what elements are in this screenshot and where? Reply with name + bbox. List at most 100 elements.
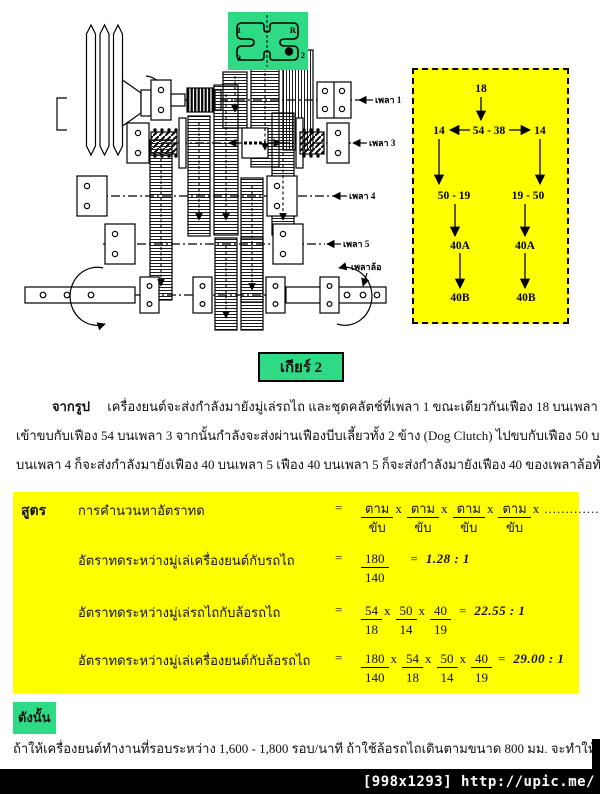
shaft-5 [103,223,341,331]
gearbox-diagram: เพลา 1 [24,23,402,331]
formula-row-2-math: 180 140 = 1.28 : 1 [361,550,470,586]
description-paragraph: จากรูป เครื่องยนต์จะส่งกำลังมายังมู่เล่ร… [16,392,600,479]
formula-row-3-math: 54 18 x 50 14 x 40 19 = 22.55 : 1 [361,602,525,638]
multiply-sign: x [384,603,391,618]
fraction: 50 14 [436,650,458,686]
multiply-sign: x [390,651,398,666]
multiply-sign: x [395,501,402,516]
fraction-denominator: 14 [399,622,413,637]
equals-sign: = [335,602,343,617]
fraction-denominator: 140 [365,570,385,585]
gear-title: เกียร์ 2 [279,360,323,376]
flow-node-19-50: 19 - 50 [512,190,545,202]
equals-sign: = [335,500,343,515]
shaft-3-label: เพลา 3 [369,138,396,148]
fraction-numerator: 50 [395,602,417,620]
flow-node-50-19: 50 - 19 [438,190,471,202]
fraction-numerator: 54 [361,602,382,620]
paragraph-line-3: บนเพลา 4 ก็จะส่งกำลังมายังเฟือง 40 บนเพล… [16,457,600,472]
shift-pattern-box: 1 R 3 2 [228,12,308,70]
gear-flowchart: 18 54 - 38 14 14 50 - 19 19 - 50 40A 40A… [433,83,546,304]
fraction-denominator: 14 [440,670,454,685]
formula-row-1-name: การคำนวนหาอัตราทด [78,503,205,518]
gear-R-label: R [290,25,297,35]
fraction-denominator: 18 [365,622,378,637]
shift-pattern-diagram: 1 R 3 2 [236,15,305,67]
flow-node-54-38: 54 - 38 [473,125,506,137]
fraction: ตาม ขับ [498,500,531,536]
conclusion-label: ดังนั้น [13,702,56,734]
formula-row-1-math: ตาม ขับ x ตาม ขับ x ตาม ขับ x ตาม ขับ [361,500,600,536]
flow-node-40B-right: 40B [516,292,536,304]
ratio-result: 22.55 : 1 [474,603,526,618]
flow-node-40B-left: 40B [450,292,470,304]
flow-node-18: 18 [475,83,487,95]
multiply-sign: x [418,603,426,618]
fraction-denominator: ขับ [414,520,432,535]
fraction-denominator: ขับ [368,520,386,535]
formula-row-4-name: อัตราทดระหว่างมู่เล่เครื่องยนต์กับล้อรถไ… [78,653,311,668]
equals-sign: = [410,551,418,566]
watermark-bar: [998x1293] http://upic.me/ [0,769,600,794]
fraction-numerator: ตาม [498,500,531,518]
flow-node-14-left: 14 [433,125,445,137]
fraction-numerator: 54 [402,650,423,668]
axle-label: เพลาล้อ [351,262,382,272]
fraction-denominator: 19 [475,670,488,685]
equals-sign: = [459,603,467,618]
fraction: 180 140 [361,650,389,686]
paragraph-line-2: เข้าขบกับเฟือง 54 บนเพลา 3 จากนั้นกำลังจ… [16,428,600,443]
ratio-result: 29.00 : 1 [513,651,565,666]
power-flow-arrows [157,62,287,319]
fraction-denominator: ขับ [460,520,478,535]
flow-node-40A-left: 40A [450,240,471,252]
fraction: 54 18 [361,602,382,638]
fraction-numerator: 180 [361,550,389,568]
fraction-numerator: ตาม [406,500,440,518]
rotation-arrow-right [336,262,373,326]
continuation-dots: .................. [544,501,600,516]
formula-row-3-name: อัตราทดระหว่างมู่เล่รถไถกับล้อรถไถ [78,605,281,620]
fraction: ตาม ขับ [361,500,394,536]
fraction-denominator: 18 [406,670,419,685]
fraction: ตาม ขับ [452,500,485,536]
paragraph-text-1: เครื่องยนต์จะส่งกำลังมายังมู่เล่รถไถ และ… [107,399,600,414]
gear-1-label: 1 [237,25,241,35]
paragraph-lead: จากรูป [52,399,91,414]
fraction-denominator: 19 [434,622,447,637]
fraction-numerator: ตาม [452,500,485,518]
fraction-numerator: 40 [471,650,492,668]
watermark-text: [998x1293] http://upic.me/ [362,773,595,790]
fraction-numerator: ตาม [361,500,394,518]
fraction-numerator: 50 [436,650,458,668]
formula-row-4-math: 180 140 x 54 18 x 50 14 x 40 19 = [361,650,564,686]
fraction: 40 19 [430,602,451,638]
gear-2-label: 2 [301,50,305,60]
wheel-axle [24,262,387,331]
formula-box: สูตร การคำนวนหาอัตราทด = ตาม ขับ x ตาม ข… [13,492,600,694]
multiply-sign: x [425,651,432,666]
gear-flowchart-box: 18 54 - 38 14 14 50 - 19 19 - 50 40A 40A… [412,68,569,324]
fraction-denominator: ขับ [506,520,524,535]
shaft-1-label: เพลา 1 [375,95,402,105]
fraction: 40 19 [471,650,492,686]
shaft-5-label: เพลา 5 [343,239,370,249]
fraction-numerator: 180 [361,650,389,668]
flow-node-40A-right: 40A [515,240,536,252]
fraction: 54 18 [402,650,423,686]
formula-label: สูตร [21,504,47,519]
shaft-4-label: เพลา 4 [349,191,376,201]
equals-sign: = [498,651,506,666]
rotation-arrow-left [69,266,106,331]
conclusion-text-1: ถ้าให้เครื่องยนต์ทำงานที่รอบระหว่าง 1,60… [13,741,600,756]
multiply-sign: x [459,651,467,666]
ratio-result: 1.28 : 1 [425,551,470,566]
equals-sign: = [335,650,343,665]
fraction-numerator: 40 [430,602,451,620]
gear-title-box: เกียร์ 2 [258,352,344,382]
gear-2-selected-dot [284,47,294,56]
formula-row-2-name: อัตราทดระหว่างมู่เล่เครื่องยนต์กับรถไถ [78,553,295,568]
multiply-sign: x [441,501,448,516]
multiply-sign: x [486,501,494,516]
